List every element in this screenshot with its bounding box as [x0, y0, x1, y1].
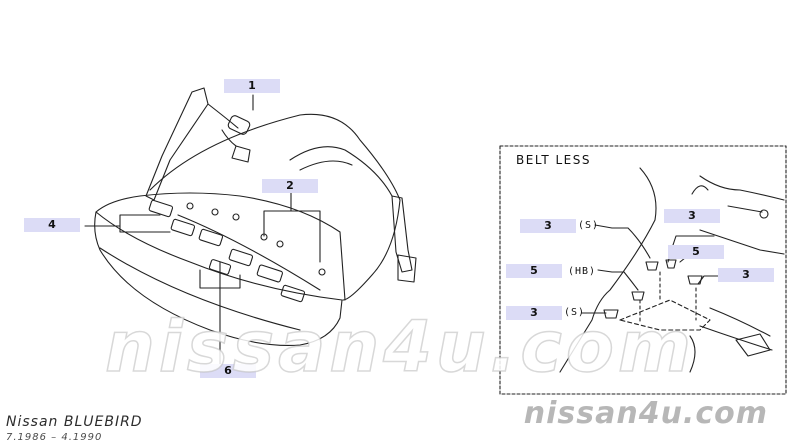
- callout-3-inset-right-top: 3: [664, 209, 720, 223]
- callout-4: 4: [24, 218, 80, 232]
- label-s-bottom: (S): [564, 307, 586, 318]
- callout-2: 2: [262, 179, 318, 193]
- production-range: 7.1986 – 4.1990: [6, 432, 103, 443]
- callout-6: 6: [200, 364, 256, 378]
- watermark-corner: nissan4u.com: [523, 396, 768, 431]
- callout-3-inset-top: 3: [520, 219, 576, 233]
- callout-1: 1: [224, 79, 280, 93]
- callout-3-inset-bottom: 3: [506, 306, 562, 320]
- callout-5-inset-right: 5: [668, 245, 724, 259]
- label-s-top: (S): [578, 220, 600, 231]
- belt-less-inset-frame: [499, 145, 787, 395]
- seat-back: [149, 113, 401, 301]
- seat-cushion: [94, 211, 343, 346]
- callout-5-inset-left: 5: [506, 264, 562, 278]
- watermark-main: nissan4u.com: [104, 305, 695, 389]
- inset-title: BELT LESS: [516, 153, 591, 167]
- label-hb: (HB): [568, 266, 597, 277]
- vehicle-model: Nissan BLUEBIRD: [6, 414, 143, 430]
- belt-1: [145, 87, 209, 201]
- belt-right: [391, 195, 413, 273]
- callout-3-inset-right-mid: 3: [718, 268, 774, 282]
